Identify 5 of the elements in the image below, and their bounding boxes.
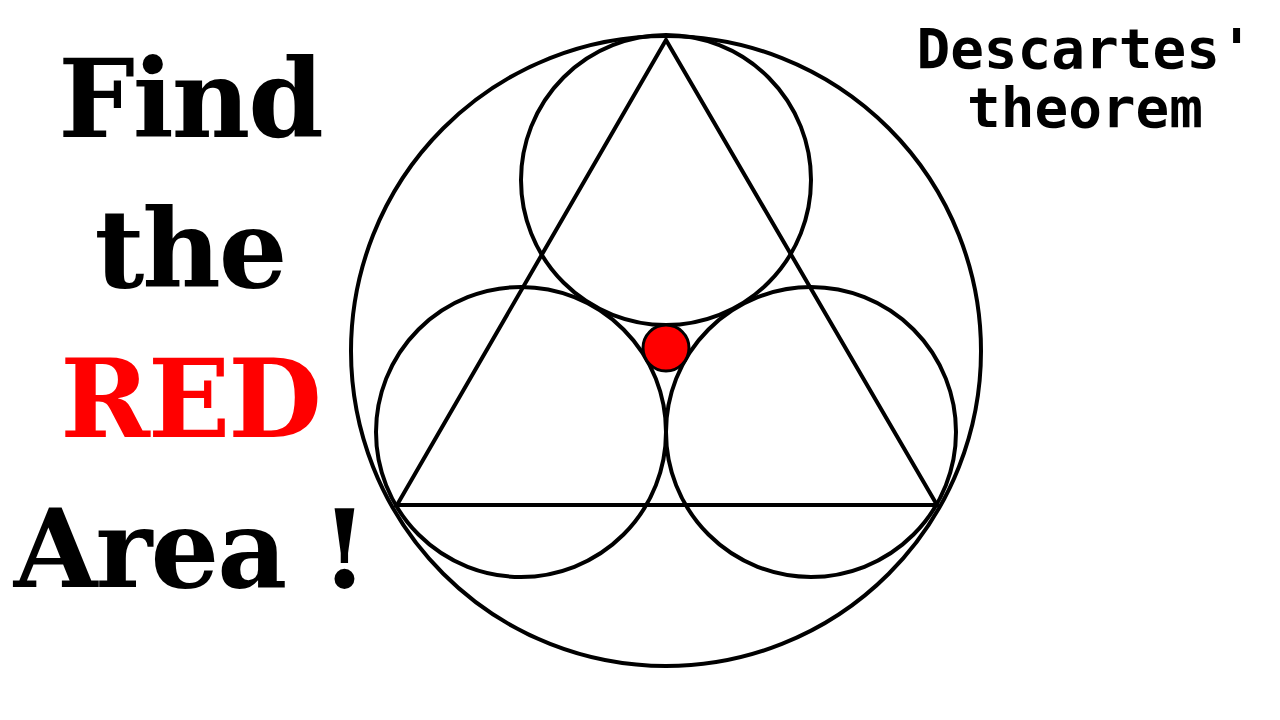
subtitle-text: Descartes' theorem <box>915 20 1255 138</box>
heading-word: RED <box>60 345 320 453</box>
heading-word: Area ! <box>13 495 367 603</box>
heading-word: Find <box>58 45 322 153</box>
heading-word: the <box>94 195 286 303</box>
